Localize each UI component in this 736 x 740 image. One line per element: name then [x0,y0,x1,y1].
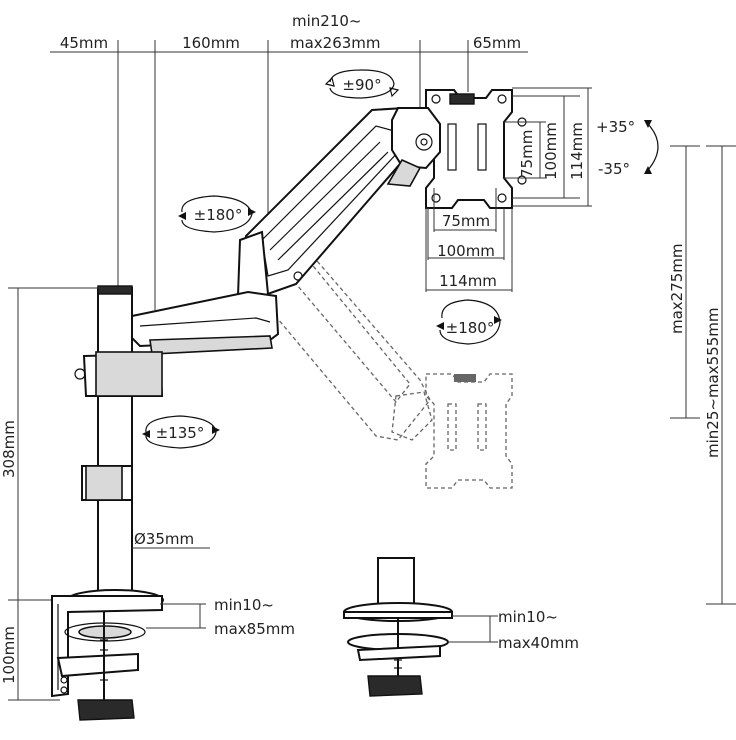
vesa-h-114: 114mm [439,272,497,290]
rotation-180-head-label: ±180° [446,319,495,337]
rotation-180-elbow-label: ±180° [194,206,243,224]
clamp-min-label: min10~ [214,596,274,614]
vesa-h-75: 75mm [442,212,490,230]
vesa-h-100: 100mm [437,242,495,260]
pole [74,285,164,601]
rotate-135-indicator [142,415,220,449]
grommet-thickness-dims [448,615,498,643]
rotate-180-head-indicator [436,299,502,345]
swivel-90-indicator [324,69,400,99]
clamp-thickness-dims [146,603,206,629]
tilt-up-label: +35° [596,118,635,136]
pole-diameter-label: Ø35mm [134,530,194,548]
dim-65mm: 65mm [473,34,521,52]
dim-160mm: 160mm [182,34,240,52]
tilt-indicator [644,120,659,174]
clamp-height-label: 100mm [0,626,18,684]
desk-clamp [51,589,164,721]
dim-reach-max: max263mm [290,34,381,52]
vesa-horizontal-dims [425,188,513,292]
range-25-555-label: min25~max555mm [704,308,722,458]
rotation-90-label: ±90° [342,76,381,94]
dim-reach-min: min210~ [292,12,362,30]
rotate-180-elbow-indicator [178,195,256,233]
max-275-label: max275mm [668,243,686,334]
gas-spring-arm [236,106,441,306]
vesa-vertical-dims [504,87,592,207]
top-dimension-lines [50,40,528,310]
right-height-dims [670,145,736,605]
rotation-135-label: ±135° [156,424,205,442]
grommet-max-label: max40mm [498,634,579,652]
tilt-down-label: -35° [598,160,630,178]
clamp-max-label: max85mm [214,620,295,638]
vesa-v-75: 75mm [518,130,536,178]
dim-45mm: 45mm [60,34,108,52]
grommet-min-label: min10~ [498,608,558,626]
pole-height-label: 308mm [0,420,18,478]
lower-arm [128,290,280,355]
vesa-v-114: 114mm [568,122,586,180]
grommet-mount [343,557,453,697]
vesa-v-100: 100mm [542,122,560,180]
